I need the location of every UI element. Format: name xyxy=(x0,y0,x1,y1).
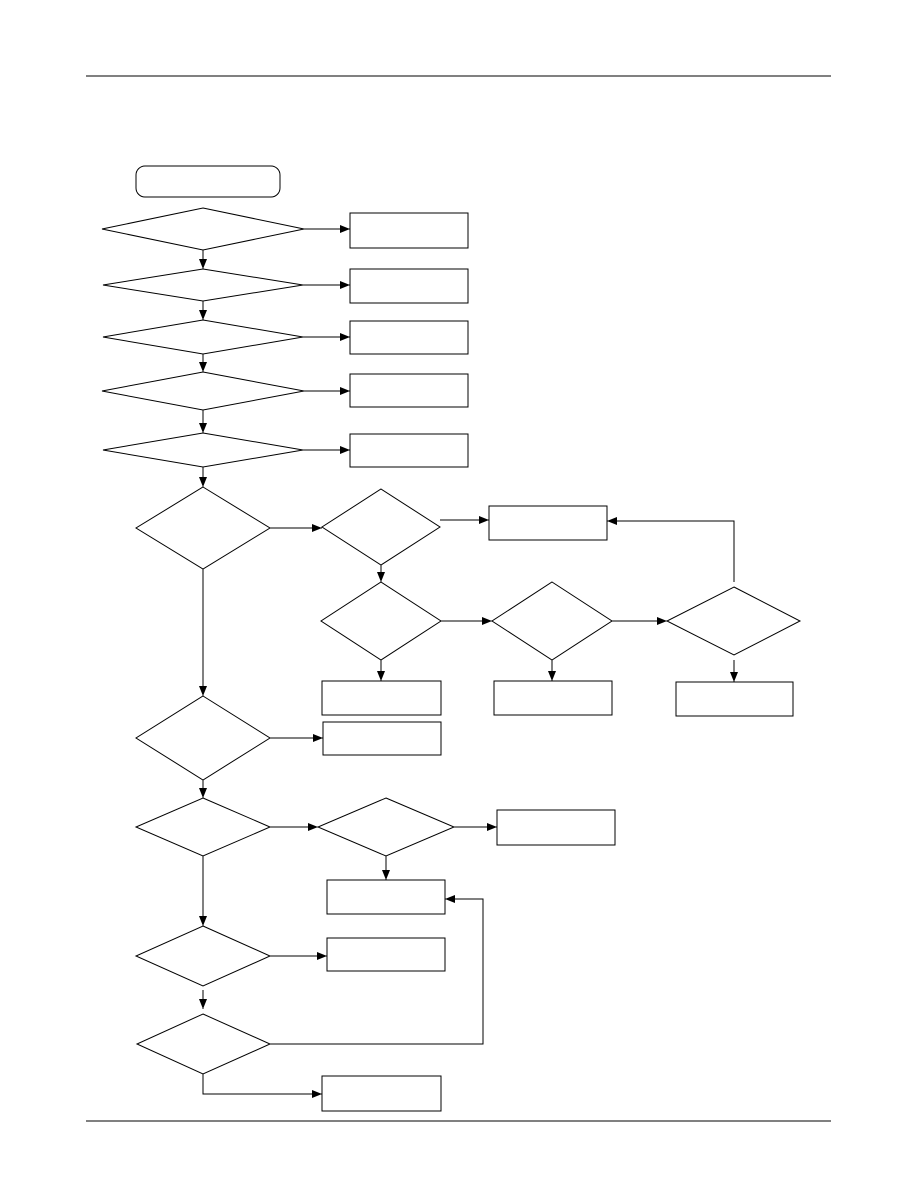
arrowhead-22 xyxy=(199,788,207,798)
arrowhead-1 xyxy=(199,259,207,269)
process-box-8 xyxy=(493,680,613,716)
decision-node-12 xyxy=(134,797,272,857)
decision-node-7 xyxy=(321,488,441,566)
arrowhead-24 xyxy=(487,823,497,831)
start-terminal xyxy=(135,165,281,198)
arrowhead-28 xyxy=(199,999,207,1009)
decision-node-6 xyxy=(135,486,271,570)
process-box-9 xyxy=(675,681,794,717)
arrowhead-29 xyxy=(445,895,455,903)
process-box-7 xyxy=(321,680,442,716)
decision-node-4 xyxy=(101,371,305,411)
arrowhead-12 xyxy=(479,516,489,524)
process-box-12 xyxy=(326,879,446,915)
connector-arrow-29 xyxy=(270,898,484,1045)
arrowhead-14 xyxy=(377,572,385,582)
arrowhead-25 xyxy=(382,870,390,880)
arrowhead-17 xyxy=(377,671,385,681)
process-box-3 xyxy=(349,320,469,355)
arrowhead-27 xyxy=(317,952,327,960)
process-box-2 xyxy=(349,268,469,304)
arrowhead-8 xyxy=(340,333,350,341)
decision-node-5 xyxy=(102,432,304,468)
process-box-11 xyxy=(496,809,616,846)
decision-node-11 xyxy=(135,695,271,781)
arrowhead-6 xyxy=(340,225,350,233)
connector-arrow-30 xyxy=(202,1074,322,1095)
process-box-5 xyxy=(349,433,469,468)
arrowhead-20 xyxy=(199,686,207,696)
arrowhead-18 xyxy=(548,671,556,681)
arrowhead-30 xyxy=(312,1090,322,1098)
arrowhead-7 xyxy=(340,281,350,289)
arrowhead-23 xyxy=(308,823,318,831)
arrowhead-2 xyxy=(199,310,207,320)
process-box-13 xyxy=(326,937,446,972)
decision-node-3 xyxy=(102,319,304,355)
arrowhead-21 xyxy=(313,734,323,742)
arrowhead-13 xyxy=(607,517,617,525)
process-box-6 xyxy=(488,505,608,541)
connector-group xyxy=(199,225,738,1098)
process-box-10 xyxy=(322,721,442,756)
process-box-4 xyxy=(349,373,469,408)
decision-node-13 xyxy=(316,797,456,857)
arrowhead-3 xyxy=(199,362,207,372)
arrowhead-19 xyxy=(730,672,738,682)
arrowhead-11 xyxy=(312,524,322,532)
connector-arrow-13 xyxy=(607,520,735,582)
decision-node-2 xyxy=(102,268,304,302)
decision-node-1 xyxy=(101,207,305,251)
process-box-1 xyxy=(349,212,469,249)
decision-node-14 xyxy=(134,925,272,987)
arrowhead-16 xyxy=(657,617,667,625)
arrowhead-15 xyxy=(482,617,492,625)
decision-node-15 xyxy=(135,1013,272,1075)
decision-node-10 xyxy=(665,586,802,656)
arrowhead-4 xyxy=(199,423,207,433)
arrowhead-9 xyxy=(340,387,350,395)
decision-node-8 xyxy=(320,581,442,661)
arrowhead-5 xyxy=(199,477,207,487)
arrowhead-10 xyxy=(340,446,350,454)
arrowhead-26 xyxy=(199,916,207,926)
process-box-14 xyxy=(321,1075,442,1112)
decision-node-9 xyxy=(491,581,613,661)
